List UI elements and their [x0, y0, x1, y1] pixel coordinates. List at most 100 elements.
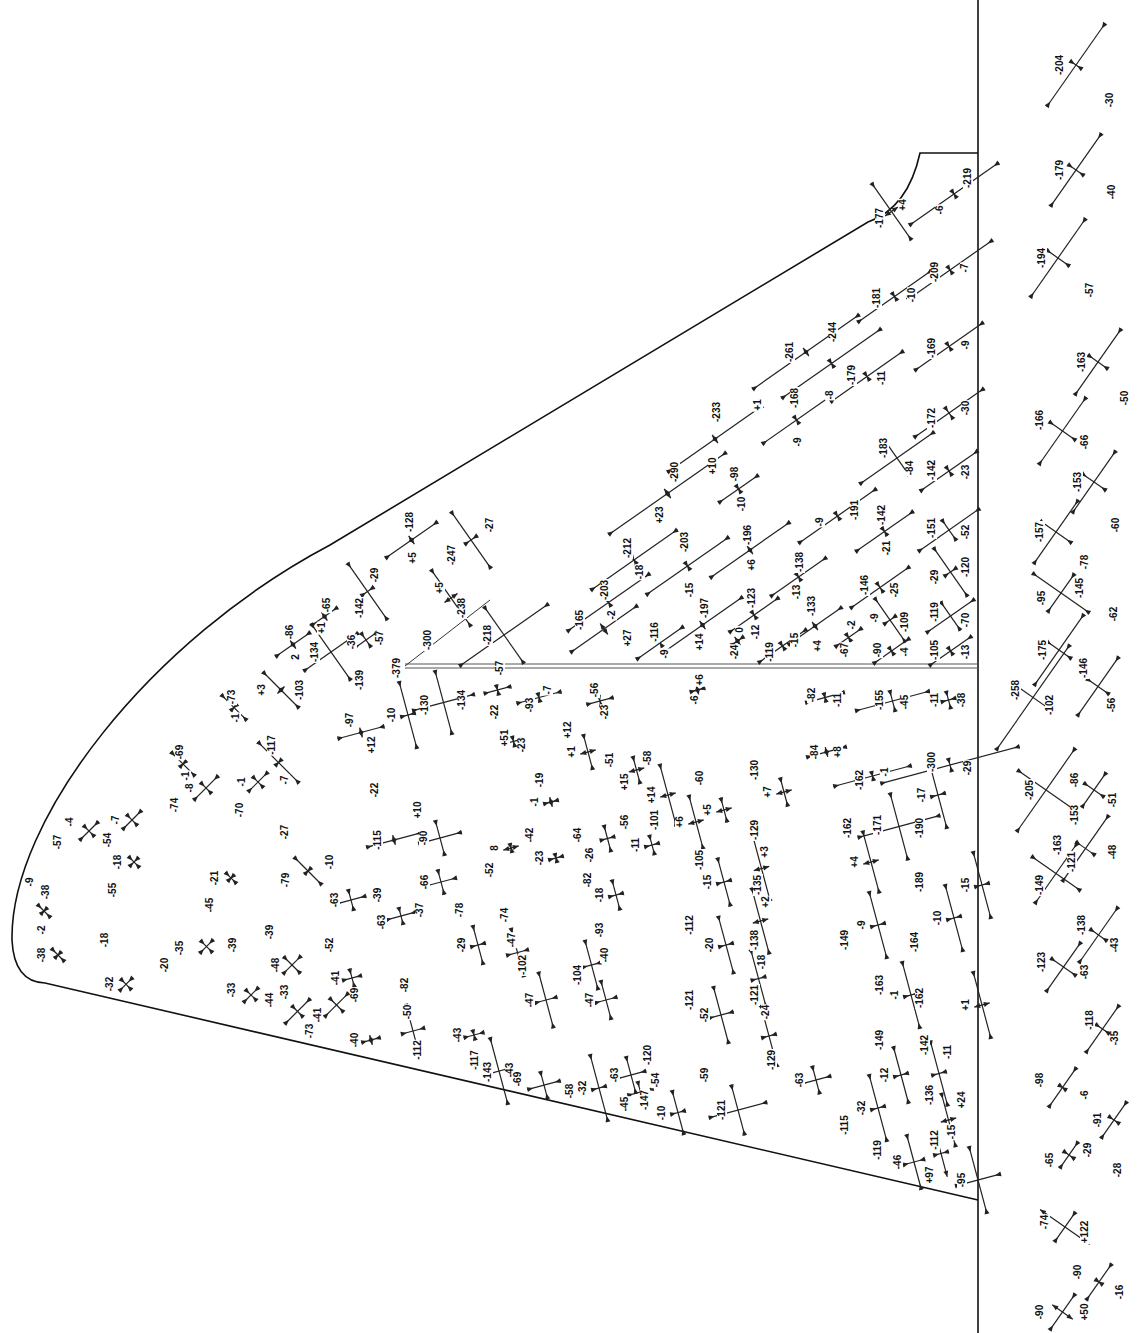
- stress-cross: [708, 520, 791, 580]
- stress-value: -244: [828, 321, 838, 343]
- stress-value: -9: [857, 920, 867, 931]
- stress-value: -191: [850, 499, 860, 521]
- stress-cross: [1046, 1066, 1078, 1109]
- stress-value: -82: [807, 687, 817, 703]
- stress-value: -1: [181, 771, 191, 782]
- stress-value: -190: [915, 817, 925, 839]
- stress-value: -43: [453, 1027, 463, 1043]
- stress-cross: [749, 887, 772, 955]
- stress-value: -128: [405, 511, 415, 533]
- stress-cross: [411, 669, 475, 735]
- stress-value: +23: [655, 506, 665, 525]
- stress-cross: [1077, 905, 1121, 964]
- stress-value: -142: [877, 504, 887, 526]
- stress-value: -165: [575, 609, 585, 631]
- stress-value: -136: [925, 1084, 935, 1106]
- stress-value: -51: [605, 752, 615, 768]
- stress-cross: [594, 980, 618, 1021]
- stress-value: -9: [660, 649, 670, 660]
- stress-value: +97: [925, 1165, 935, 1184]
- stress-value: -121: [1067, 851, 1077, 873]
- stress-cross: [917, 506, 982, 553]
- stress-value: -29: [930, 569, 940, 585]
- stress-value: -27: [280, 824, 290, 840]
- stress-value: -52: [485, 862, 495, 878]
- stress-cross: [906, 238, 994, 302]
- stress-value: -8: [825, 390, 835, 401]
- stress-value: -16: [1115, 1284, 1125, 1300]
- stress-value: -22: [490, 704, 500, 720]
- stress-cross: [670, 1089, 687, 1135]
- stress-value: -22: [370, 782, 380, 798]
- stress-cross: [127, 855, 142, 870]
- stress-value: -24: [730, 644, 740, 660]
- stress-cross: [463, 1029, 485, 1041]
- stress-value: -2: [37, 925, 47, 936]
- stress-value: -134: [457, 689, 467, 711]
- stress-value: +6: [747, 558, 757, 571]
- stress-cross: [1058, 1140, 1081, 1169]
- stress-cross: [751, 313, 861, 392]
- stress-value: -7: [111, 815, 121, 826]
- stress-value: -84: [810, 744, 820, 760]
- stress-value: -119: [930, 601, 940, 622]
- stress-value: -50: [403, 1004, 413, 1020]
- stress-value: -86: [1070, 772, 1080, 788]
- stress-cross: [928, 634, 974, 668]
- stress-value: -45: [205, 897, 215, 913]
- stress-value: -27: [485, 517, 495, 533]
- stress-value: -379: [392, 657, 402, 679]
- stress-value: -33: [227, 982, 237, 998]
- stress-value: -30: [1105, 92, 1115, 108]
- stress-value: -155: [875, 689, 885, 711]
- stress-cross: [943, 884, 966, 953]
- stress-value: +10: [413, 801, 423, 820]
- stress-value: -233: [712, 401, 722, 423]
- stress-value: -57: [1085, 282, 1095, 298]
- stress-value: -143: [483, 1061, 493, 1083]
- stress-value: -138: [1077, 914, 1087, 936]
- stress-value: +10: [708, 457, 718, 476]
- stress-value: -45: [900, 694, 910, 710]
- stress-value: -95: [957, 1172, 967, 1188]
- stress-cross: [644, 834, 661, 856]
- stress-value: -1: [530, 797, 540, 808]
- stress-value: -209: [930, 261, 940, 283]
- stress-value: -118: [1085, 1009, 1095, 1030]
- stress-value: -12: [880, 1067, 890, 1083]
- stress-value: -1: [231, 713, 241, 724]
- stress-value: -82: [400, 977, 410, 993]
- stress-value: -7: [960, 263, 970, 274]
- stress-value: -7: [543, 685, 553, 696]
- stress-value: -258: [1011, 679, 1021, 701]
- stress-value: -93: [595, 922, 605, 938]
- stress-value: -2: [607, 610, 617, 621]
- stress-cross: [534, 971, 558, 1029]
- stress-value: -18: [635, 564, 645, 580]
- stress-value: -171: [873, 814, 883, 836]
- stress-value: -7: [280, 775, 290, 786]
- stress-cross: [833, 763, 913, 789]
- stress-value: -98: [730, 466, 740, 482]
- stress-cross: [902, 1134, 926, 1191]
- stress-value: -70: [235, 802, 245, 818]
- stress-value: -74: [1040, 1214, 1050, 1230]
- stress-cross: [599, 824, 616, 852]
- stress-cross: [994, 643, 1072, 752]
- stress-value: -65: [1045, 1152, 1055, 1168]
- stress-value: -135: [753, 874, 763, 896]
- stress-cross: [1048, 1292, 1078, 1332]
- stress-value: -37: [415, 902, 425, 918]
- stress-cross: [361, 1035, 382, 1045]
- stress-cross: [1032, 613, 1086, 688]
- stress-value: +14: [695, 633, 705, 652]
- stress-value: -90: [1073, 1264, 1083, 1280]
- stress-value: -11: [877, 370, 887, 386]
- stress-cross: [385, 906, 417, 925]
- stress-value: -194: [1037, 247, 1047, 269]
- stress-value: -146: [1079, 657, 1089, 679]
- stress-value: -28: [1113, 1162, 1123, 1178]
- stress-value: -1: [890, 990, 900, 1001]
- stress-cross: [797, 487, 878, 546]
